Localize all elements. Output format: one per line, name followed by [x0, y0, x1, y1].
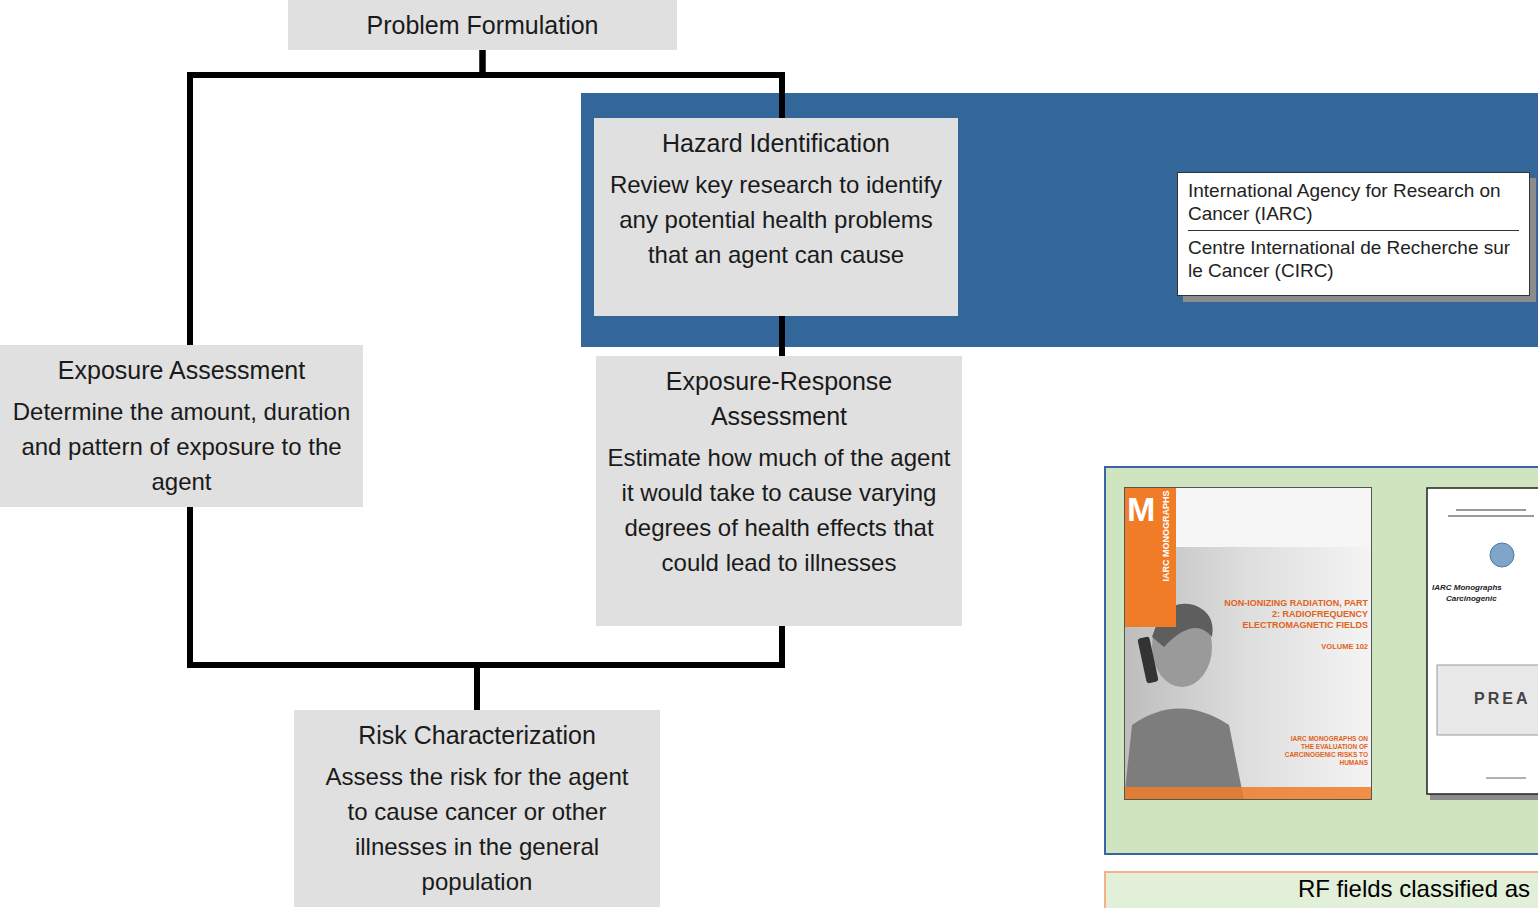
- doc-heading: Carcinogenic: [1446, 594, 1497, 604]
- cover-footer: [1124, 787, 1372, 800]
- cover-logo-letter: M: [1127, 490, 1155, 528]
- connector-line: [190, 507, 477, 710]
- box-body: Determine the amount, duration and patte…: [10, 394, 353, 499]
- cover-volume: VOLUME 102: [1216, 642, 1368, 652]
- cover-border: [1125, 488, 1372, 800]
- logo-box: International Agency for Research on Can…: [1177, 172, 1530, 296]
- box-heading: Risk Characterization: [316, 718, 638, 753]
- connector-path: [190, 50, 483, 345]
- connector-line: [483, 50, 783, 118]
- box-body: Centre International de Recherche sur le…: [1188, 236, 1519, 282]
- box-heading: Hazard Identification: [604, 126, 948, 161]
- connector-line: [782, 316, 783, 356]
- connector-path: [483, 50, 783, 118]
- box-body: Assess the risk for the agent to cause c…: [316, 759, 638, 899]
- doc-title: PREA: [1474, 689, 1530, 709]
- box-heading: RF fields classified as: [1118, 874, 1530, 904]
- doc-header-line: [1456, 509, 1526, 511]
- cover-strip: [1124, 487, 1176, 627]
- box-body: Estimate how much of the agent it would …: [606, 440, 952, 580]
- cover-series-text: IARC MONOGRAPHS: [1160, 490, 1172, 582]
- process-box: Problem Formulation: [288, 0, 677, 50]
- process-box: Hazard IdentificationReview key research…: [594, 118, 958, 316]
- box-heading: Problem Formulation: [298, 6, 667, 44]
- connector-path: [190, 507, 477, 710]
- box-heading: International Agency for Research on Can…: [1188, 179, 1519, 231]
- process-box: Exposure AssessmentDetermine the amount,…: [0, 345, 363, 507]
- doc-heading: IARC Monographs: [1432, 583, 1502, 593]
- preamble-cover: [1426, 487, 1538, 800]
- person-body: [1124, 709, 1244, 801]
- cover-ground: [1124, 487, 1372, 800]
- connector-line: [190, 50, 483, 345]
- phone-symbol: [1137, 636, 1158, 683]
- cover-title: NON-IONIZING RADIATION, PART 2: RADIOFRE…: [1216, 598, 1368, 631]
- cover-series-note: IARC MONOGRAPHS ON THE EVALUATION OF CAR…: [1280, 735, 1368, 767]
- doc-header-line: [1448, 515, 1534, 517]
- connector-line: [477, 626, 782, 710]
- box-heading: Exposure-Response Assessment: [606, 364, 952, 434]
- note-box: RF fields classified as: [1104, 871, 1538, 908]
- process-box: Risk CharacterizationAssess the risk for…: [294, 710, 660, 907]
- process-box: Exposure-Response AssessmentEstimate how…: [596, 356, 962, 626]
- doc-page: [1427, 488, 1538, 794]
- box-body: Review key research to identify any pote…: [604, 167, 948, 272]
- connector-path: [477, 626, 782, 710]
- box-heading: Exposure Assessment: [10, 353, 353, 388]
- doc-footer-line: [1486, 777, 1526, 779]
- doc-title-box: [1437, 665, 1538, 735]
- connector-path: [779, 316, 785, 356]
- who-emblem: [1490, 543, 1514, 567]
